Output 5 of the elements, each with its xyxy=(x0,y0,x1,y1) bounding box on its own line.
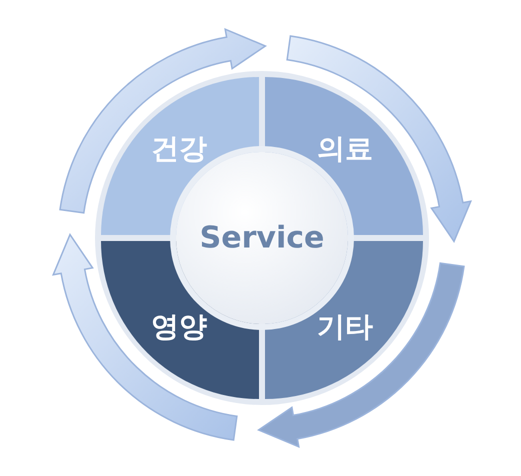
segment-label: 건강 xyxy=(151,131,207,167)
center-label: Service xyxy=(200,220,324,256)
segment-label: 의료 xyxy=(317,131,373,167)
segment-label: 영양 xyxy=(151,309,207,345)
segment-label: 기타 xyxy=(317,309,373,345)
